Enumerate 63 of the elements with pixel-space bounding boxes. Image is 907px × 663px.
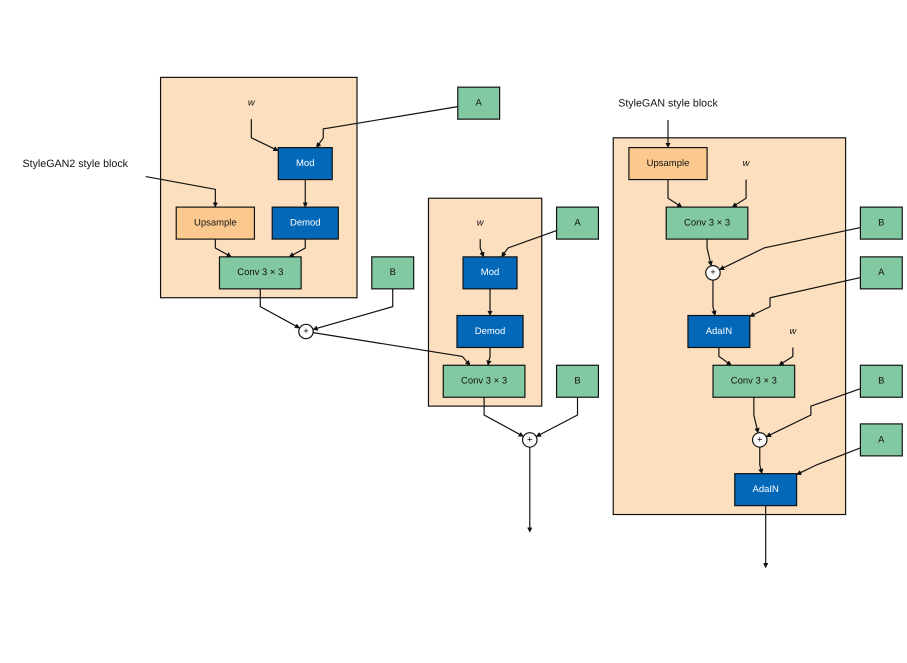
node-box: B bbox=[860, 364, 903, 398]
arrow bbox=[527, 447, 532, 533]
node-box: Upsample bbox=[628, 147, 708, 180]
node-box: Conv 3 × 3 bbox=[666, 206, 748, 240]
node-circle: + bbox=[298, 324, 314, 340]
arrow bbox=[250, 119, 278, 151]
node-circle: + bbox=[705, 265, 721, 281]
node-box: AdaIN bbox=[734, 473, 798, 506]
node-box: A bbox=[457, 86, 500, 120]
node-box: A bbox=[860, 423, 903, 456]
node-text: w bbox=[248, 98, 255, 108]
arrow bbox=[480, 239, 484, 258]
arrow bbox=[536, 397, 578, 437]
arrow bbox=[316, 106, 458, 148]
arrow bbox=[753, 397, 760, 434]
cluster bbox=[428, 198, 542, 407]
arrow bbox=[146, 176, 218, 208]
node-box: Mod bbox=[462, 256, 518, 290]
node-box: Demod bbox=[456, 314, 524, 348]
arrow bbox=[288, 239, 306, 258]
node-box: Demod bbox=[272, 206, 339, 240]
node-box: Conv 3 × 3 bbox=[442, 364, 526, 398]
node-box: B bbox=[860, 206, 903, 240]
arrow bbox=[766, 388, 861, 438]
arrow bbox=[750, 276, 861, 317]
node-text: w bbox=[476, 218, 484, 228]
node-text: w bbox=[742, 158, 750, 168]
node-circle: + bbox=[752, 432, 768, 448]
arrow bbox=[487, 288, 493, 316]
arrow bbox=[667, 180, 682, 208]
arrow bbox=[501, 230, 557, 258]
node-box: A bbox=[860, 256, 903, 290]
arrow bbox=[711, 280, 717, 316]
node-box: Conv 3 × 3 bbox=[712, 364, 796, 398]
arrow bbox=[486, 348, 492, 366]
arrow bbox=[706, 239, 713, 266]
node-circle: + bbox=[522, 432, 538, 448]
cluster bbox=[612, 137, 846, 516]
node-box: Upsample bbox=[176, 206, 256, 240]
node-text: w bbox=[789, 326, 796, 336]
arrow bbox=[665, 120, 671, 148]
arrow bbox=[778, 348, 794, 366]
node-box: B bbox=[371, 256, 414, 290]
node-box: AdaIN bbox=[687, 314, 750, 348]
arrow bbox=[719, 226, 861, 270]
node-text: StyleGAN2 style block bbox=[22, 157, 128, 170]
arrow bbox=[313, 332, 470, 366]
node-box: Mod bbox=[278, 147, 333, 180]
arrow bbox=[718, 348, 732, 366]
arrow bbox=[796, 447, 861, 475]
arrow bbox=[758, 447, 764, 474]
arrow bbox=[763, 506, 768, 568]
arrow bbox=[302, 180, 308, 208]
node-text: StyleGAN style block bbox=[618, 96, 718, 109]
node-box: Conv 3 × 3 bbox=[218, 256, 302, 290]
node-box: A bbox=[556, 206, 600, 240]
cluster bbox=[160, 76, 358, 298]
arrow bbox=[260, 288, 300, 328]
arrow bbox=[732, 180, 747, 208]
arrow bbox=[214, 239, 232, 258]
node-box: B bbox=[556, 364, 600, 398]
arrow bbox=[312, 288, 394, 331]
arrow bbox=[484, 397, 524, 437]
